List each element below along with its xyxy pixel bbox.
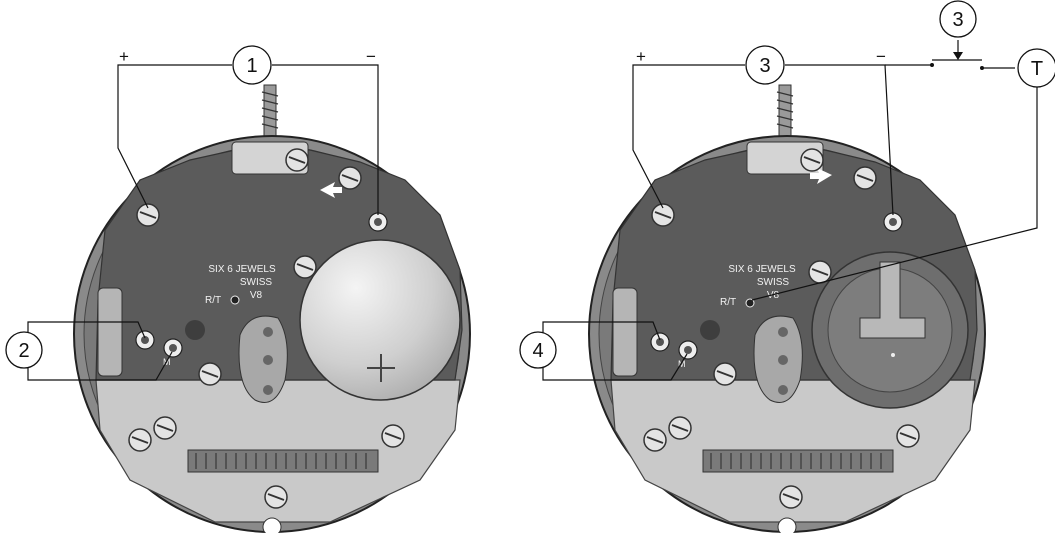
- plus-sign: +: [636, 47, 646, 66]
- engraving-line-2: SWISS: [240, 277, 273, 288]
- engraving-line-2: SWISS: [757, 277, 790, 288]
- m-label: M: [678, 359, 686, 369]
- minus-contact: [883, 212, 903, 232]
- engraving-line-1: SIX 6 JEWELS: [208, 264, 276, 275]
- right-movement: SIX 6 JEWELS SWISS V8 R/T M 3 3 T 4 + −: [519, 0, 1055, 533]
- callout-circle: [232, 45, 272, 85]
- callout-number: 4: [532, 340, 543, 362]
- battery-clip: [859, 261, 926, 339]
- coil: [612, 287, 638, 377]
- plus-sign: +: [119, 47, 129, 66]
- arrow-mark: [810, 168, 832, 184]
- minus-sign: −: [366, 47, 376, 66]
- left-movement: SIX 6 JEWELS SWISS V8 R/T M 1 2 + −: [5, 45, 471, 533]
- tester-label: T: [1031, 58, 1043, 80]
- leader-minus: [272, 64, 379, 215]
- leader-plus: [117, 64, 232, 209]
- callout-circle: [519, 331, 557, 369]
- contact-point-m: [678, 340, 698, 360]
- engraving-line-3: V8: [250, 290, 263, 301]
- callout-circle: [745, 45, 785, 85]
- callout-number: 3: [759, 55, 770, 77]
- rt-point: [745, 298, 755, 308]
- rt-label: R/T: [205, 295, 221, 306]
- rt-label: R/T: [720, 297, 736, 308]
- contact-point-a: [650, 332, 670, 352]
- callout-number: 3: [952, 9, 963, 31]
- callout-circle: [939, 0, 977, 38]
- case-notch: [777, 517, 797, 533]
- minus-sign: −: [876, 47, 886, 66]
- coil: [97, 287, 123, 377]
- callout-circle: [5, 331, 43, 369]
- engraving-line-1: SIX 6 JEWELS: [728, 264, 796, 275]
- contact-point-m: [163, 338, 183, 358]
- tester-circle: [1017, 48, 1055, 88]
- leader-tester: [751, 87, 1038, 301]
- case-notch: [262, 517, 282, 533]
- leader-plus: [632, 64, 745, 209]
- minus-contact: [368, 212, 388, 232]
- engraving-line-3: V8: [767, 290, 780, 301]
- battery: [299, 239, 461, 401]
- contact-point-a: [135, 330, 155, 350]
- switch-arrow-head: [953, 52, 963, 60]
- callout-number: 1: [246, 55, 257, 77]
- callout-number: 2: [18, 340, 29, 362]
- arrow-mark: [320, 182, 342, 198]
